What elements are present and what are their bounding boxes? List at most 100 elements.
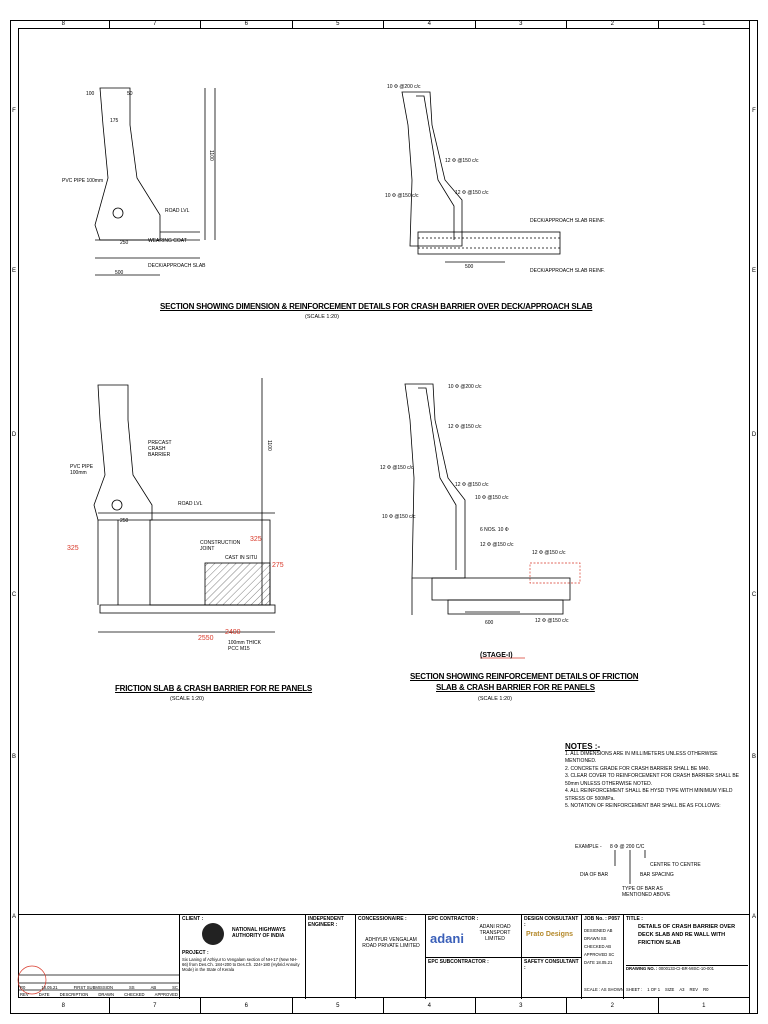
section-scale-1: (SCALE 1:20) (305, 314, 339, 320)
zone-labels-right: F E D C B A (750, 28, 758, 920)
rebar-label: DECK/APPROACH SLAB REINF. (530, 218, 605, 224)
red-markup-box (529, 562, 581, 584)
dim-175: 175 (110, 118, 119, 124)
zone-label: F (752, 108, 756, 114)
sign-value: 18.05.21 (596, 960, 613, 965)
sign-value: AB (606, 928, 613, 933)
rev-cell: FIRST SUBMISSION (73, 985, 114, 990)
client-caption: CLIENT : (182, 916, 204, 922)
engineer-caption: INDEPENDENT ENGINEER : (308, 916, 344, 928)
title-block: R0 18.05.21 FIRST SUBMISSION SS AB SC RE… (18, 914, 750, 999)
dim-250: 250 (120, 518, 129, 524)
notes-example-centre: CENTRE TO CENTRE (650, 862, 701, 868)
rebar-label: 12 Φ @150 c/c (445, 158, 479, 164)
sign-row: DATE 18.05.21 (584, 959, 622, 967)
zone-label: 8 (18, 20, 110, 28)
section-title-3-line1: SECTION SHOWING REINFORCEMENT DETAILS OF… (410, 672, 639, 681)
epc-cell: EPC CONTRACTOR : adani ADANI ROAD TRANSP… (426, 915, 522, 999)
sign-row: DRAWN SS (584, 935, 622, 943)
zone-label: 7 (110, 998, 201, 1014)
sign-value: SS (600, 936, 607, 941)
design-cell: DESIGN CONSULTANT : Prato Designs SAFETY… (522, 915, 582, 999)
title-cell: TITLE : DETAILS OF CRASH BARRIER OVER DE… (584, 915, 750, 999)
label-road-level: ROAD LVL (165, 208, 190, 214)
sign-key: CHECKED (584, 944, 605, 949)
design-logo: Prato Designs (526, 931, 574, 938)
cast-in-situ-hatch (204, 562, 271, 606)
barrier-profile-3 (93, 384, 153, 521)
rev-cell: SS (129, 985, 135, 990)
sign-key: DESIGNED (584, 928, 606, 933)
notes-example-dia: DIA OF BAR (580, 872, 609, 878)
zone-label: 4 (384, 998, 476, 1014)
sheet-caption: SHEET : (626, 987, 643, 992)
rev-head: REV (20, 992, 29, 997)
client-name: NATIONAL HIGHWAYS AUTHORITY OF INDIA (232, 927, 286, 939)
friction-slab-2 (431, 577, 571, 601)
dim-500: 500 (115, 270, 124, 276)
rev-cell: R0 (20, 985, 26, 990)
dim-250: 250 (120, 240, 129, 246)
rebar-label: 12 Φ @150 c/c (455, 482, 489, 488)
rebar-label: 10 Φ @200 c/c (387, 84, 421, 90)
zone-label: E (11, 268, 16, 274)
label-pvc-pipe: PVC PIPE 100mm (62, 178, 104, 184)
red-dim: 325 (250, 536, 262, 543)
section-scale-3: (SCALE 1:20) (478, 696, 512, 702)
zone-label: 3 (476, 998, 567, 1014)
drawing-no-row: DRAWING NO. : 0000133-CI-BR-MISC-10-001 (626, 965, 748, 971)
zone-label: 3 (476, 20, 567, 28)
notes-example-spacing: BAR SPACING (640, 872, 674, 878)
pcc-layer (99, 604, 276, 614)
note-item: 5. NOTATION OF REINFORCEMENT BAR SHALL B… (565, 803, 721, 809)
section-scale-2: (SCALE 1:20) (170, 696, 204, 702)
rev-cell: AB (150, 985, 157, 990)
sign-key: DATE (584, 960, 595, 965)
concessionaire-caption: CONCESSIONAIRE : (358, 916, 407, 922)
project-caption: PROJECT : (182, 950, 209, 956)
zone-label: B (11, 754, 16, 760)
zone-labels-left: F E D C B A (10, 28, 18, 920)
zone-label: F (12, 108, 16, 114)
note-item: 1. ALL DIMENSIONS ARE IN MILLIMETERS UNL… (565, 750, 718, 765)
rebar-label: 10 Φ @150 c/c (475, 495, 509, 501)
rebar-label: 10 Φ @200 c/c (448, 384, 482, 390)
zone-label: 6 (201, 20, 293, 28)
label-precast-barrier: PRECAST CRASH BARRIER (148, 440, 172, 458)
title-caption: TITLE : (626, 916, 643, 922)
rev-head: DRAWN (98, 992, 115, 997)
concessionaire-name: ADHIYUR VENGALAM ROAD PRIVATE LIMITED (362, 937, 420, 949)
concessionaire-cell: CONCESSIONAIRE : ADHIYUR VENGALAM ROAD P… (356, 915, 426, 999)
epc-name: ADANI ROAD TRANSPORT LIMITED (479, 924, 511, 942)
notes-example-code: 8 Φ @ 200 C/C (610, 844, 645, 850)
label-cast-in-situ: CAST IN SITU (225, 555, 258, 561)
dim-1100: 1100 (208, 150, 214, 161)
zone-label: B (751, 754, 756, 760)
zone-label: 7 (110, 20, 201, 28)
nhai-logo-icon (202, 923, 224, 945)
zone-label: 4 (384, 20, 476, 28)
label-construction-joint: CONSTRUCTION JOINT (200, 540, 241, 552)
scale-caption: SCALE : (584, 987, 601, 992)
job-no-caption: JOB No. : (584, 916, 607, 922)
notes-block: NOTES :- 1. ALL DIMENSIONS ARE IN MILLIM… (565, 743, 750, 811)
zone-label: A (11, 914, 16, 920)
label-wearing-coat: WEARING COAT (148, 238, 187, 244)
drawing-no-caption: DRAWING NO. : (626, 966, 658, 971)
label-deck-slab: DECK/APPROACH SLAB (148, 263, 206, 269)
barrier-profile-4 (404, 383, 466, 579)
label-road-level-2: ROAD LVL (178, 501, 203, 507)
revision-cell: R0 18.05.21 FIRST SUBMISSION SS AB SC RE… (18, 915, 180, 999)
drawing-no: 0000133-CI-BR-MISC-10-001 (658, 966, 714, 971)
zone-label: C (11, 592, 17, 598)
size-value: A3 (679, 987, 685, 992)
rev-value: R0 (703, 987, 709, 992)
rev-cell: 18.05.21 (41, 985, 58, 990)
barrier-profile-2 (401, 91, 463, 247)
rev-head: DATE (38, 992, 50, 997)
rebar-label: 12 Φ @150 c/c (380, 465, 414, 471)
job-no: P057 (608, 916, 620, 922)
sign-cell: JOB No. : P057 DESIGNED AB DRAWN SS CHEC… (582, 915, 624, 999)
